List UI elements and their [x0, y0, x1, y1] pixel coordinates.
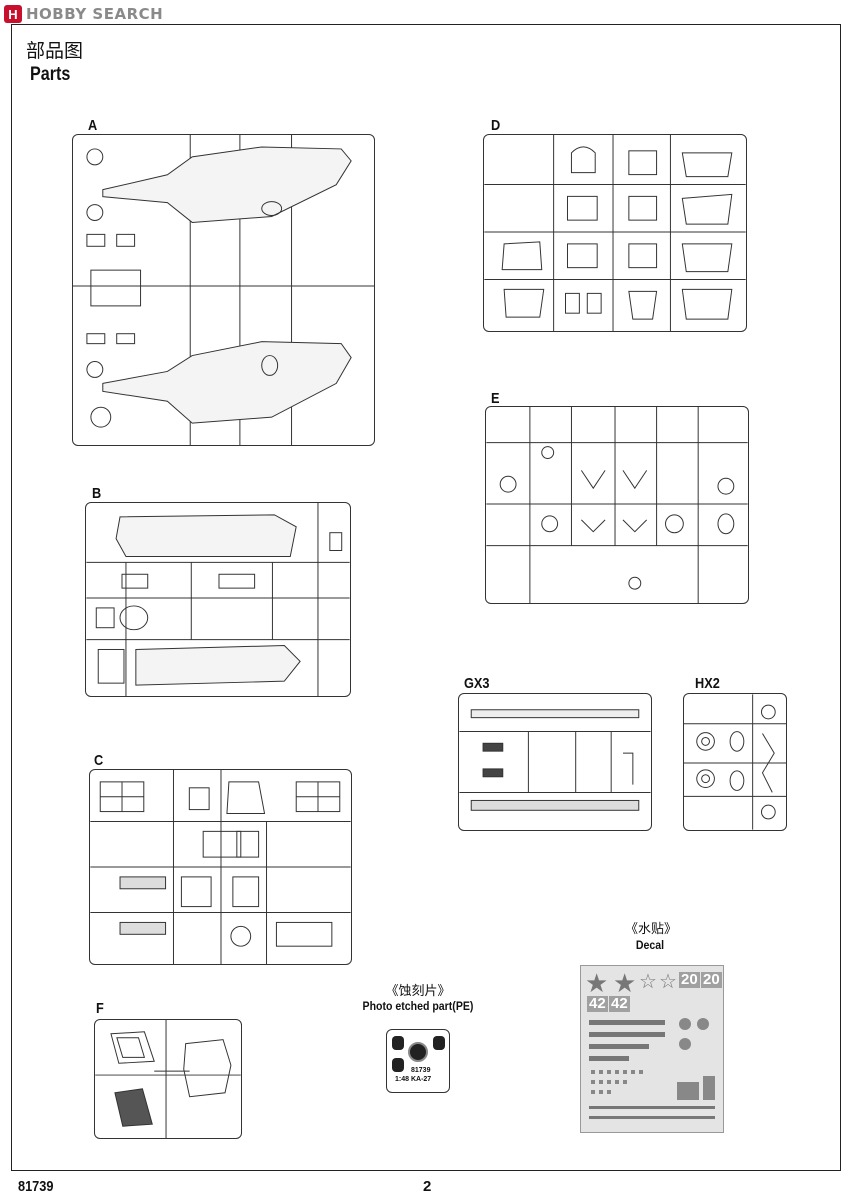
small-decal [591, 1070, 595, 1074]
star-decal-icon: ☆ [639, 971, 657, 993]
pe-part-3 [433, 1036, 445, 1050]
sprue-a-drawing [73, 135, 374, 445]
sprue-d-drawing [484, 135, 746, 331]
sprue-b-label: B [92, 485, 102, 502]
sprue-b-drawing [86, 503, 350, 696]
page-number: 2 [423, 1178, 432, 1195]
small-decal [631, 1070, 635, 1074]
logo-badge: H [4, 5, 22, 23]
sprue-d-label: D [491, 117, 501, 134]
decal-strip [589, 1032, 665, 1037]
decal-strip [589, 1056, 629, 1061]
pe-code: 81739 [411, 1067, 431, 1074]
sprue-e-label: E [491, 390, 500, 407]
decal-caption-cn: 《水贴》 [624, 922, 677, 937]
small-decal [599, 1090, 603, 1094]
small-decal [615, 1080, 619, 1084]
sprue-e [485, 406, 749, 604]
panel-decal [703, 1076, 715, 1100]
sprue-f [94, 1019, 242, 1139]
decal-number: 20 [701, 971, 722, 988]
sprue-c-label: C [94, 752, 104, 769]
hobby-search-logo: H HOBBY SEARCH [4, 4, 163, 24]
page-frame [11, 24, 841, 1171]
page-title-cn: 部品图 [26, 40, 84, 62]
sprue-d [483, 134, 747, 332]
pe-scale: 1:48 KA-27 [395, 1076, 432, 1083]
page-title-en: Parts [30, 64, 71, 85]
roundel-decal-icon [679, 1038, 691, 1050]
decal-strip [589, 1020, 665, 1025]
roundel-decal-icon [697, 1018, 709, 1030]
small-decal [615, 1070, 619, 1074]
small-decal [623, 1080, 627, 1084]
sprue-b [85, 502, 351, 697]
sprue-hx2-drawing [684, 694, 786, 830]
photo-etched-sheet: 81739 1:48 KA-27 [386, 1029, 450, 1093]
small-decal [607, 1080, 611, 1084]
small-decal [591, 1080, 595, 1084]
pe-part-4 [392, 1058, 404, 1072]
roundel-decal-icon [679, 1018, 691, 1030]
decal-caption-en: Decal [635, 938, 665, 952]
star-decal-icon: ☆ [659, 971, 677, 993]
decal-number: 42 [609, 995, 630, 1012]
decal-strip [589, 1116, 715, 1119]
decal-strip [589, 1044, 649, 1049]
small-decal [607, 1070, 611, 1074]
sprue-hx2 [683, 693, 787, 831]
sprue-c-drawing [90, 770, 351, 964]
small-decal [599, 1070, 603, 1074]
sprue-f-label: F [96, 1000, 104, 1017]
pe-part-2 [408, 1042, 428, 1062]
pe-caption-cn: 《蚀刻片》 [385, 984, 451, 999]
star-decal-icon: ★ [585, 968, 609, 998]
small-decal [591, 1090, 595, 1094]
sprue-gx3 [458, 693, 652, 831]
pe-part-1 [392, 1036, 404, 1050]
sprue-gx3-drawing [459, 709, 651, 811]
small-decal [623, 1070, 627, 1074]
panel-decal [677, 1082, 699, 1100]
sprue-a-label: A [88, 117, 98, 134]
sprue-a [72, 134, 375, 446]
small-decal [607, 1090, 611, 1094]
sprue-hx2-label: HX2 [695, 675, 720, 692]
sprue-f-drawing [95, 1020, 241, 1138]
sprue-e-drawing [486, 407, 748, 603]
decal-number: 20 [679, 971, 700, 988]
decal-number: 42 [587, 995, 608, 1012]
decal-strip [589, 1106, 715, 1109]
sprue-gx3-label: GX3 [464, 675, 490, 692]
pe-caption-en: Photo etched part(PE) [362, 999, 474, 1013]
decal-sheet: ★ ★ ☆ ☆ 20 20 42 42 [580, 965, 724, 1133]
logo-text: HOBBY SEARCH [26, 5, 164, 23]
small-decal [599, 1080, 603, 1084]
star-decal-icon: ★ [613, 968, 637, 998]
product-code: 81739 [18, 1178, 54, 1195]
small-decal [639, 1070, 643, 1074]
sprue-c [89, 769, 352, 965]
